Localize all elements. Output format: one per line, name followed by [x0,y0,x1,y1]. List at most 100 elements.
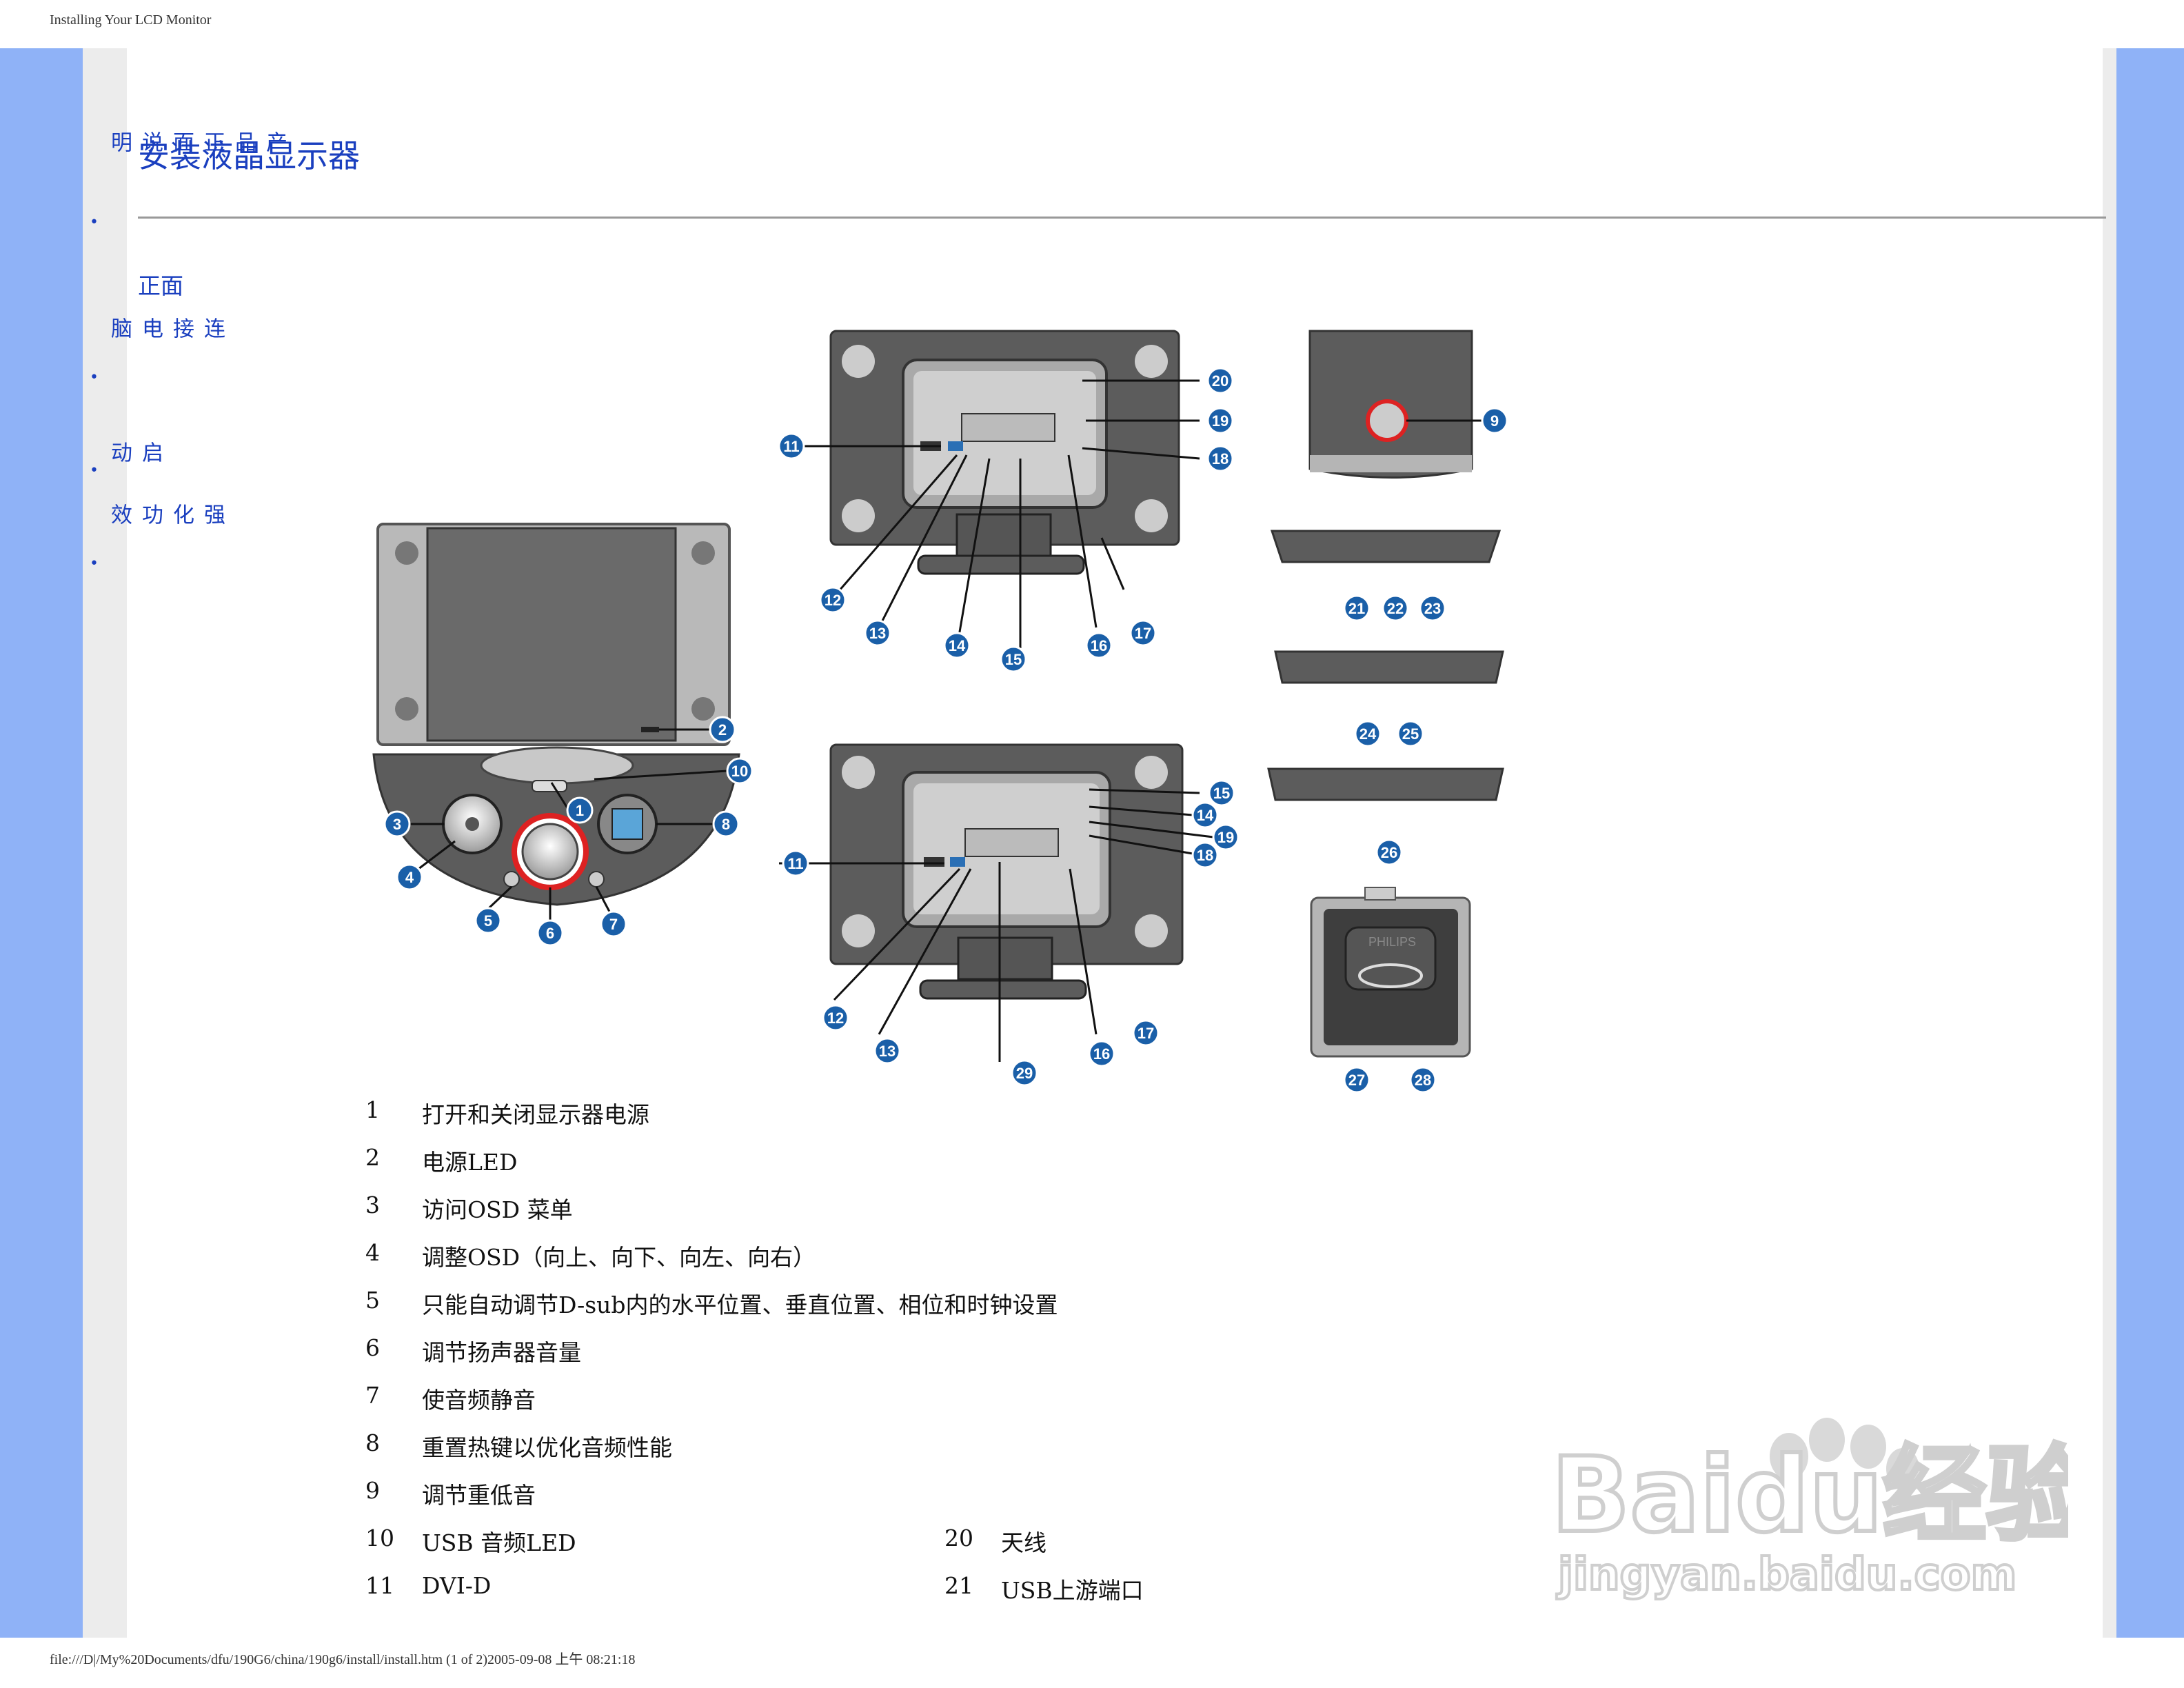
callout-20: 20 [1206,367,1234,394]
callout-16b: 16 [1088,1040,1115,1067]
svg-text:15: 15 [1213,785,1230,802]
callout-1: 1 [566,796,594,824]
callout-10: 10 [726,757,754,785]
callout-12b: 12 [822,1004,849,1032]
callout-3: 3 [383,810,411,838]
svg-text:12: 12 [825,592,841,609]
title-divider [138,217,2106,219]
baidu-watermark: Baidu经验 jingyan.baidu.com [1549,1418,2068,1602]
monitor-diagram: PHILIPS 1 2 3 [372,330,1508,1094]
svg-text:19: 19 [1212,412,1228,430]
svg-text:13: 13 [879,1043,896,1060]
callout-26: 26 [1375,838,1403,866]
svg-text:4: 4 [405,869,414,886]
rear-view-bottom [829,743,1184,1000]
svg-text:18: 18 [1212,450,1228,468]
svg-text:18: 18 [1197,847,1213,864]
svg-text:21: 21 [1348,600,1365,617]
sidebar-item-startup[interactable]: 启动 [103,441,165,463]
svg-text:5: 5 [484,912,492,930]
right-frame-inner [2103,48,2116,1638]
svg-text:6: 6 [546,925,554,942]
svg-text:9: 9 [1490,412,1499,430]
callout-24: 24 [1354,720,1382,747]
svg-text:13: 13 [869,625,886,642]
svg-text:14: 14 [1197,807,1214,824]
watermark-brand: Baidu经验 [1551,1436,2068,1556]
callout-25: 25 [1397,720,1424,747]
paw-logo-icon [1770,1418,1919,1489]
document-header-title: Installing Your LCD Monitor [50,12,212,28]
callout-12: 12 [819,586,847,614]
svg-text:24: 24 [1359,725,1377,743]
callout-13b: 13 [873,1037,901,1065]
callout-13: 13 [864,619,891,647]
sidebar-item-label: 强化功效 [107,503,225,525]
callout-11: 11 [778,432,805,460]
svg-text:28: 28 [1415,1072,1431,1089]
callout-17b: 17 [1132,1019,1160,1047]
watermark-url: jingyan.baidu.com [1556,1549,2016,1600]
svg-text:27: 27 [1348,1072,1365,1089]
svg-text:16: 16 [1093,1045,1110,1063]
svg-text:2: 2 [718,721,727,738]
callout-6: 6 [536,919,564,947]
svg-text:3: 3 [393,816,401,833]
svg-text:11: 11 [783,438,799,455]
callout-15: 15 [1000,645,1027,673]
bullet-icon: • [90,462,99,479]
callout-22: 22 [1382,594,1409,622]
svg-text:8: 8 [722,816,730,833]
callout-29: 29 [1011,1059,1038,1087]
bullet-icon: • [90,555,99,572]
svg-text:11: 11 [787,855,803,872]
callout-17: 17 [1129,619,1157,647]
callout-15b: 15 [1208,779,1235,807]
svg-text:26: 26 [1381,844,1397,861]
front-view [372,523,740,906]
bullet-icon: • [90,369,99,386]
callout-21: 21 [1343,594,1371,622]
svg-text:19: 19 [1217,829,1234,846]
callout-11b: 11 [782,850,809,877]
sidebar-item-label: 产品正面说明 [107,131,287,152]
callout-14b: 14 [1191,801,1219,829]
rear-view-top [829,330,1180,575]
sidebar-item-label: 连接电脑 [107,317,225,339]
callout-5: 5 [474,907,502,934]
section-heading: 正面 [138,272,183,299]
callout-9: 9 [1481,407,1508,434]
right-frame-bar [2116,48,2184,1638]
callout-2: 2 [709,716,736,743]
document-footer-path: file:///D|/My%20Documents/dfu/190G6/chin… [50,1652,636,1667]
callout-7: 7 [600,910,627,938]
callout-16: 16 [1085,632,1113,659]
svg-text:20: 20 [1212,372,1228,390]
page-title: 安装液晶显示器 [138,137,360,174]
svg-text:16: 16 [1091,637,1107,654]
sidebar-item-front[interactable]: 产品正面说明 [103,131,290,152]
svg-text:23: 23 [1424,600,1441,617]
svg-text:25: 25 [1402,725,1419,743]
callout-4: 4 [396,863,423,891]
svg-text:29: 29 [1016,1065,1033,1082]
svg-text:17: 17 [1138,1025,1154,1042]
svg-text:17: 17 [1135,625,1151,642]
svg-text:7: 7 [609,916,618,933]
brand-label: PHILIPS [1368,935,1416,949]
sidebar-item-label: 启动 [107,441,163,463]
callout-14: 14 [943,632,971,659]
callout-8: 8 [712,810,740,838]
svg-text:15: 15 [1005,651,1022,668]
bullet-icon: • [90,214,99,231]
callout-19: 19 [1206,407,1234,434]
callouts: 1 2 3 4 5 6 7 8 9 10 11 12 13 14 15 16 1… [383,367,1508,1094]
sidebar-item-connect[interactable]: 连接电脑 [103,317,228,339]
svg-text:14: 14 [949,637,966,654]
svg-text:1: 1 [576,802,584,819]
sidebar-item-enhance[interactable]: 强化功效 [103,503,228,525]
callout-28: 28 [1409,1066,1437,1094]
svg-text:12: 12 [827,1009,844,1027]
left-frame-bar [0,48,83,1638]
callout-19b: 19 [1212,823,1240,851]
